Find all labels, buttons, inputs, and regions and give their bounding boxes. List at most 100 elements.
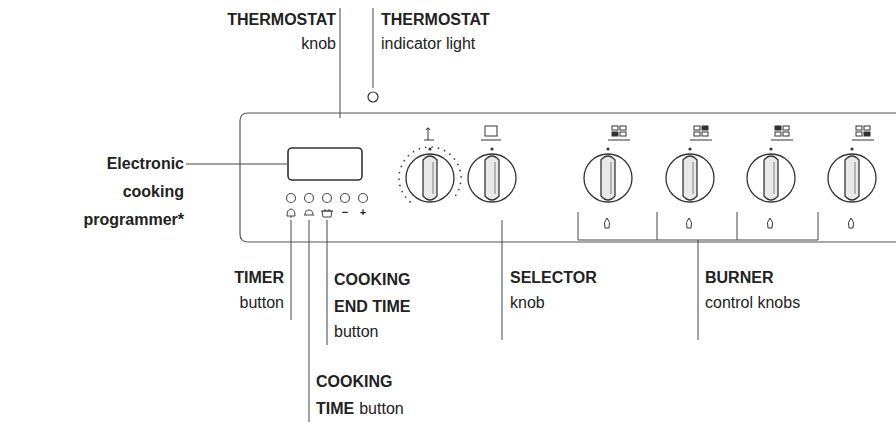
button-label: button (359, 400, 403, 417)
label-holder: THERMOSTAT (200, 8, 336, 32)
label-holder: − (339, 206, 351, 218)
position-dot (850, 147, 853, 150)
drawing-stroke (494, 162, 495, 194)
drawing-stroke (767, 218, 772, 228)
scale-dot (418, 148, 420, 150)
indicator-label: indicator light (381, 35, 475, 52)
scale-dot (405, 196, 407, 198)
drawing-stroke (612, 126, 618, 130)
cooking-time-title: COOKING TIMEbutton (316, 373, 404, 417)
scale-dot (403, 160, 405, 162)
drawing-stroke (783, 126, 789, 130)
label-holder: COOKING TIMEbutton (316, 368, 446, 422)
drawing-stroke (856, 126, 862, 130)
label-holder: button (334, 320, 444, 344)
drawing-stroke (612, 132, 618, 136)
indicator-light (368, 92, 378, 102)
control-knob (406, 154, 454, 202)
control-knob (584, 154, 632, 202)
scale-dot (458, 189, 460, 191)
control-knob (828, 154, 876, 202)
scale-dot (425, 146, 427, 148)
drawing-stroke (608, 140, 630, 141)
control-knob (468, 154, 516, 202)
scale-dot (444, 150, 446, 152)
label-holder: knob (200, 32, 336, 56)
drawing-stroke (856, 132, 862, 136)
knob-grip (423, 156, 437, 200)
programmer-label: Electronic cooking programmer* (84, 155, 184, 228)
drawing-stroke (692, 162, 693, 194)
scale-dot (413, 151, 415, 153)
scale-dot (398, 178, 400, 180)
scale-dot (431, 146, 433, 148)
drawing-stroke (432, 162, 433, 194)
scale-dot (454, 158, 456, 160)
knobs-label: control knobs (705, 294, 800, 311)
drawing-stroke (775, 132, 781, 136)
drawing-stroke (604, 218, 609, 228)
label-holder: Electronic cooking programmer* (50, 150, 184, 234)
plus-symbol: + (360, 206, 366, 218)
drawing-stroke (864, 132, 870, 136)
drawing-stroke (864, 126, 870, 130)
label-holder: button (180, 291, 284, 315)
knob-grip (683, 156, 697, 200)
position-dot (606, 147, 609, 150)
drawing-stroke (702, 126, 708, 130)
drawing-stroke (690, 140, 712, 141)
knob-grip (485, 156, 499, 200)
drawing-stroke (783, 132, 789, 136)
scale-dot (460, 182, 462, 184)
label-holder: TIMER (180, 266, 284, 290)
label-holder: control knobs (705, 291, 875, 315)
label-holder: COOKING END TIME (334, 266, 444, 320)
control-knob (747, 154, 795, 202)
label-holder: + (357, 206, 369, 218)
scale-dot (457, 164, 459, 166)
scale-dot (459, 170, 461, 172)
programmer-display (288, 148, 362, 180)
scale-dot (399, 185, 401, 187)
drawing-stroke (686, 218, 691, 228)
drawing-stroke (610, 162, 611, 194)
drawing-stroke (775, 126, 781, 130)
scale-dot (400, 165, 402, 167)
scale-dot (460, 176, 462, 178)
drawing-stroke (620, 126, 626, 130)
knob-grip (601, 156, 615, 200)
label-holder: SELECTOR (510, 266, 660, 290)
timer-title: TIMER (234, 269, 284, 286)
control-knob (666, 154, 714, 202)
drawing-stroke (848, 218, 853, 228)
knob-grip (845, 156, 859, 200)
button-label: button (334, 323, 378, 340)
selector-title: SELECTOR (510, 269, 597, 286)
scale-dot (449, 153, 451, 155)
position-dot (769, 147, 772, 150)
drawing-stroke (854, 162, 855, 194)
scale-dot (408, 155, 410, 157)
scale-dot (455, 194, 457, 196)
position-dot (688, 147, 691, 150)
drawing-stroke (771, 140, 793, 141)
drawing-stroke (702, 132, 708, 136)
drawing-stroke (694, 126, 700, 130)
drawing-stroke (620, 132, 626, 136)
scale-dot (438, 147, 440, 149)
label-holder: THERMOSTAT (381, 8, 541, 32)
burner-title: BURNER (705, 269, 773, 286)
button-label: button (240, 294, 284, 311)
thermostat-title: THERMOSTAT (227, 11, 336, 28)
thermostat-title: THERMOSTAT (381, 11, 490, 28)
drawing-stroke (694, 132, 700, 136)
label-holder: BURNER (705, 266, 875, 290)
scale-dot (399, 172, 401, 174)
scale-dot (401, 191, 403, 193)
panel-outline (240, 113, 896, 242)
knob-grip (764, 156, 778, 200)
position-dot (428, 147, 431, 150)
minus-symbol: − (342, 206, 348, 218)
knob-label: knob (301, 35, 336, 52)
scale-dot (409, 201, 411, 203)
